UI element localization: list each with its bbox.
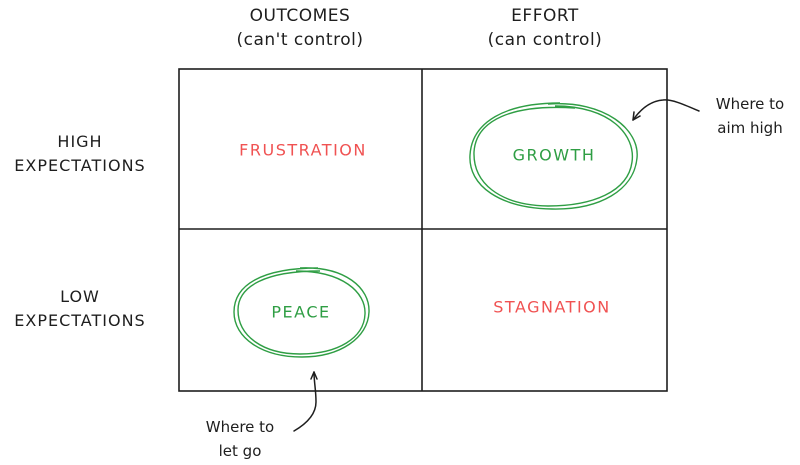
annotation-line: let go	[218, 442, 262, 460]
annotation-let-go: Where to let go	[190, 415, 290, 463]
row-title: LOW	[60, 287, 100, 306]
growth-circle	[469, 102, 638, 210]
row-header-high-expectations: HIGH EXPECTATIONS	[0, 130, 165, 178]
cell-frustration: FRUSTRATION	[239, 140, 367, 160]
aim-high-arrow	[632, 99, 700, 121]
column-header-outcomes: OUTCOMES (can't control)	[200, 4, 400, 52]
row-subtitle: EXPECTATIONS	[14, 156, 146, 175]
row-title: HIGH	[57, 132, 103, 151]
column-title: OUTCOMES	[249, 6, 351, 26]
cell-growth: GROWTH	[512, 145, 596, 165]
cell-peace: PEACE	[271, 302, 331, 322]
row-subtitle: EXPECTATIONS	[14, 311, 146, 330]
row-header-low-expectations: LOW EXPECTATIONS	[0, 285, 165, 333]
let-go-arrow	[293, 371, 318, 432]
cell-stagnation: STAGNATION	[493, 297, 611, 317]
annotation-line: Where to	[205, 418, 275, 436]
peace-circle	[233, 267, 370, 358]
column-subtitle: (can't control)	[236, 30, 364, 50]
matrix-grid	[178, 68, 668, 392]
column-subtitle: (can control)	[487, 30, 603, 50]
matrix-border	[178, 68, 668, 392]
annotation-line: aim high	[717, 119, 783, 137]
annotation-line: Where to	[715, 95, 785, 113]
annotation-aim-high: Where to aim high	[700, 92, 800, 140]
column-title: EFFORT	[511, 6, 579, 26]
column-header-effort: EFFORT (can control)	[445, 4, 645, 52]
